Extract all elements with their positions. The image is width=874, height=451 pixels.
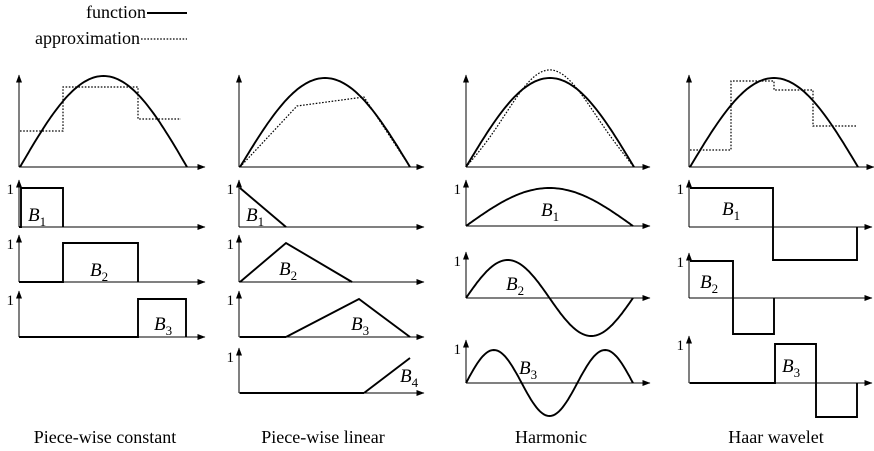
harmonic-basis-3-label: B3 (519, 358, 537, 382)
haar-basis-3-label: B3 (782, 356, 800, 380)
harmonic-basis-1-label: B1 (541, 200, 559, 224)
column-title-harmonic: Harmonic (515, 427, 587, 447)
legend-approximation-label: approximation (35, 28, 140, 48)
haar-function-panel-axes (686, 74, 874, 170)
haar-basis-1-axes (686, 179, 873, 230)
haar-basis-3-shape (690, 343, 858, 418)
linear-basis-2-axes (236, 234, 425, 285)
haar-basis-1-unit-label: 1 (677, 182, 685, 198)
constant-basis-2-unit-label: 1 (7, 237, 15, 253)
constant-approximation-curve (20, 86, 181, 132)
linear-approximation-curve (239, 96, 411, 168)
linear-function-panel-axes (236, 74, 425, 170)
constant-basis-2-label: B2 (90, 260, 108, 284)
harmonic-basis-1-shape (465, 187, 634, 227)
linear-basis-2-label: B2 (279, 259, 297, 283)
linear-basis-4-unit-label: 1 (227, 350, 235, 366)
constant-function-curve (19, 75, 188, 168)
linear-basis-3-shape (285, 297, 411, 338)
column-title-piecewise-linear: Piece-wise linear (261, 427, 384, 447)
haar-basis-2-unit-label: 1 (677, 255, 685, 271)
haar-basis-2-label: B2 (700, 272, 718, 296)
harmonic-basis-3-shape (465, 349, 634, 417)
constant-basis-1-shape (19, 187, 64, 228)
harmonic-basis-1-unit-label: 1 (454, 182, 462, 198)
linear-basis-2-unit-label: 1 (227, 237, 235, 253)
constant-basis-3-label: B3 (154, 314, 172, 338)
linear-basis-1-label: B1 (246, 205, 264, 229)
harmonic-basis-3-axes (463, 339, 651, 386)
harmonic-approximation-curve (465, 69, 635, 168)
haar-basis-1-label: B1 (722, 199, 740, 223)
harmonic-basis-3-unit-label: 1 (454, 342, 462, 358)
haar-basis-3-unit-label: 1 (677, 338, 685, 354)
constant-basis-1-axes (16, 179, 206, 230)
linear-basis-3-label: B3 (351, 314, 369, 338)
constant-basis-1-label: B1 (28, 205, 46, 229)
constant-basis-3-shape (19, 298, 187, 338)
haar-function-curve (689, 77, 859, 168)
column-title-haar-wavelet: Haar wavelet (728, 427, 823, 447)
constant-basis-3-axes (16, 290, 206, 340)
constant-basis-2-shape (19, 242, 139, 283)
linear-basis-1-axes (236, 179, 425, 230)
harmonic-basis-2-label: B2 (506, 274, 524, 298)
legend-function-label: function (86, 2, 146, 22)
haar-basis-2-axes (686, 252, 873, 301)
harmonic-function-curve (465, 77, 635, 168)
linear-basis-2-shape (239, 241, 353, 283)
constant-basis-1-unit-label: 1 (7, 182, 15, 198)
harmonic-basis-2-axes (463, 251, 651, 301)
haar-basis-1-shape (690, 187, 858, 261)
linear-basis-1-shape (239, 187, 287, 228)
linear-basis-4-label: B4 (400, 366, 419, 390)
harmonic-basis-1-axes (463, 179, 651, 229)
linear-basis-4-shape (363, 357, 411, 394)
legend: function approximation (35, 2, 187, 48)
haar-basis-2-shape (690, 260, 775, 335)
linear-function-curve (239, 77, 411, 168)
harmonic-basis-2-unit-label: 1 (454, 254, 462, 270)
linear-basis-3-unit-label: 1 (227, 293, 235, 309)
constant-basis-3-unit-label: 1 (7, 293, 15, 309)
haar-approximation-curve (690, 80, 857, 151)
constant-function-panel-axes (16, 74, 206, 170)
linear-basis-4-axes (236, 347, 425, 396)
column-title-piecewise-constant: Piece-wise constant (34, 427, 176, 447)
linear-basis-1-unit-label: 1 (227, 182, 235, 198)
harmonic-basis-2-shape (465, 259, 634, 337)
harmonic-function-panel-axes (463, 74, 651, 170)
